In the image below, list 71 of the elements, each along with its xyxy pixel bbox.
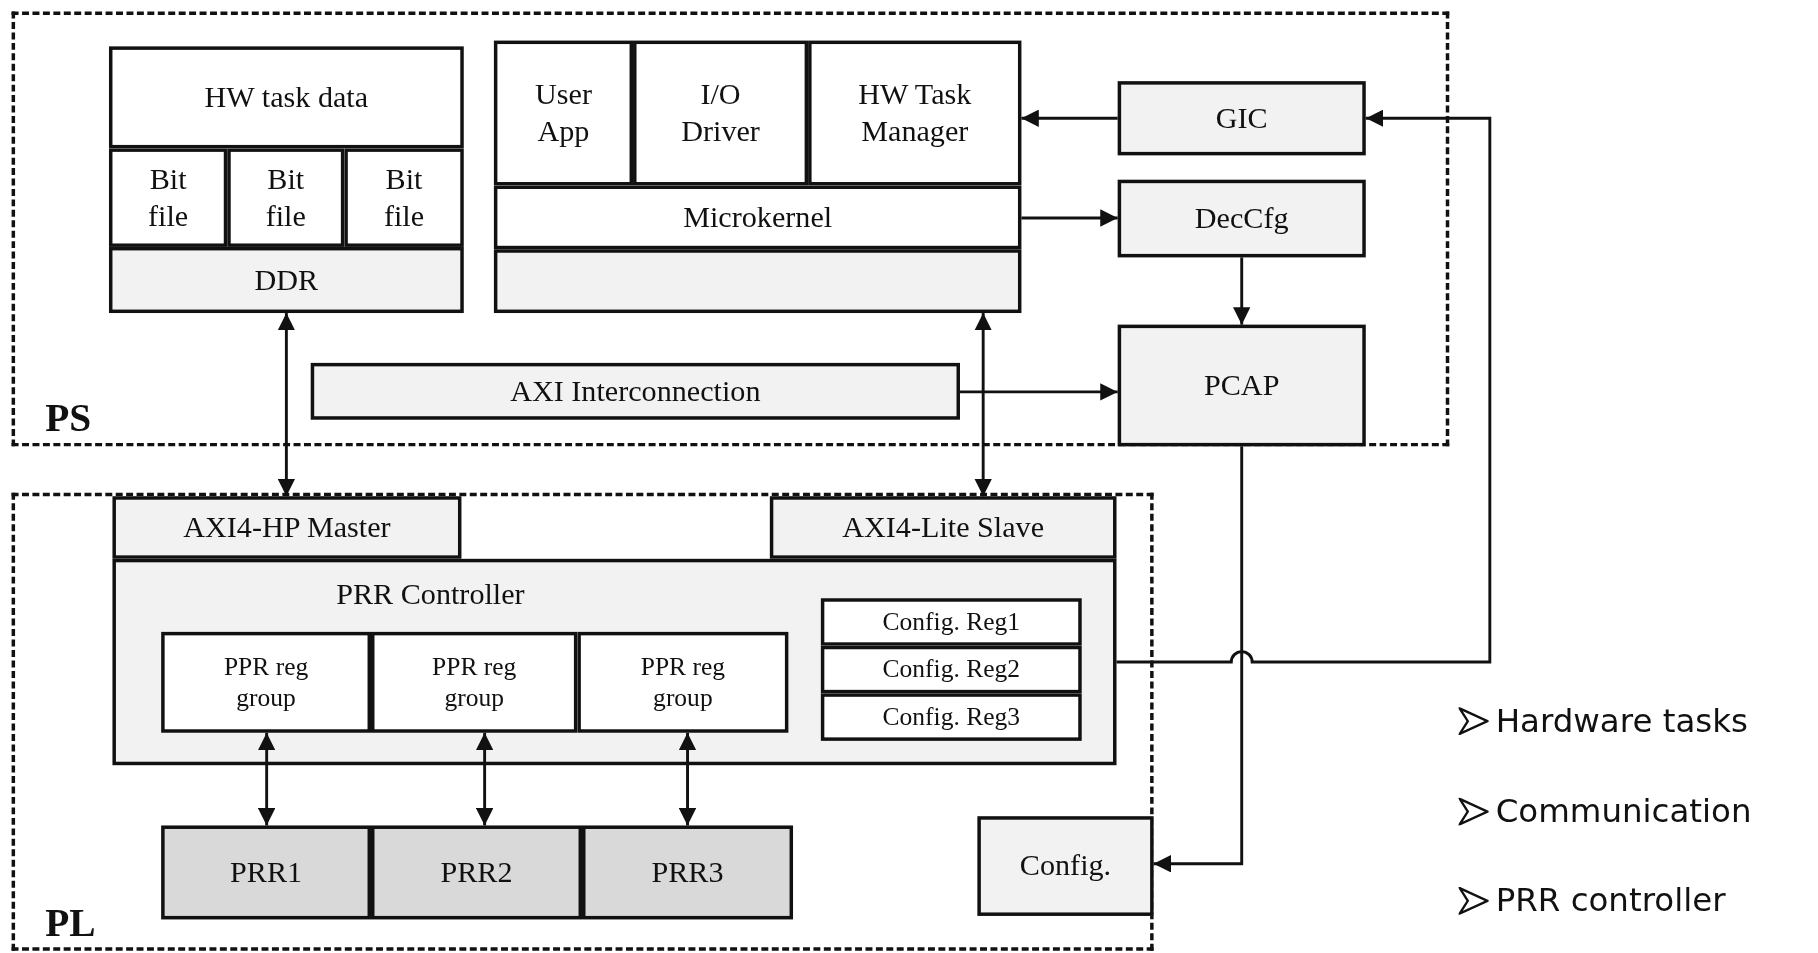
arrow (1116, 109, 1492, 664)
block-label: Microkernel (683, 199, 833, 236)
interface-box (769, 496, 1117, 559)
arrow (1021, 209, 1118, 227)
block-label: PRR2 (440, 854, 513, 891)
block-label: GIC (1215, 100, 1268, 137)
arrow (678, 732, 697, 826)
block-label: AXI4-HP Master (183, 509, 391, 546)
block-label: HW task data (204, 79, 369, 116)
block-label: User App (534, 77, 593, 150)
arrow (960, 383, 1118, 401)
region-label: PS (45, 395, 92, 442)
interrupt-controller-box (1117, 81, 1366, 156)
region-box (161, 825, 371, 920)
arrow (1021, 109, 1118, 127)
block-label: DDR (254, 262, 319, 299)
bit-file-cell (344, 148, 464, 247)
bit-file-cell (227, 148, 345, 247)
block-label: PRR Controller (336, 576, 525, 613)
bullet-text: Hardware tasks (1495, 701, 1748, 740)
block-label: Bit file (382, 161, 426, 234)
block-label: Config. Reg3 (882, 701, 1020, 733)
software-cell (493, 40, 634, 186)
block-label: PRR3 (651, 854, 724, 891)
block-label: AXI Interconnection (510, 373, 761, 410)
block-label: HW Task Manager (857, 77, 973, 150)
register-cell (820, 693, 1082, 741)
memory-box (109, 246, 464, 314)
controller-box (112, 558, 1117, 766)
register-cell (820, 598, 1082, 646)
arrow (475, 732, 494, 826)
block-label: Config. (1019, 848, 1112, 885)
interconnect-bar (310, 362, 960, 420)
config-box (977, 816, 1154, 916)
region-box (371, 825, 582, 920)
register-group-cell (161, 631, 371, 733)
arrow (277, 313, 296, 497)
block-label: PPR reg group (222, 651, 310, 713)
pl-region (11, 492, 1154, 951)
block-label: Config. Reg1 (882, 606, 1020, 638)
bit-file-cell (109, 148, 228, 247)
block-label: Config. Reg2 (882, 654, 1020, 685)
block-label: DecCfg (1194, 200, 1289, 237)
block-label: PCAP (1204, 367, 1280, 404)
block-label: I/O Driver (680, 77, 761, 150)
block-label: Bit file (147, 161, 190, 234)
block-label: PPR reg group (639, 651, 727, 713)
register-cell (820, 645, 1082, 694)
arrow (1153, 446, 1244, 873)
block-label: Bit file (264, 161, 307, 234)
arrow (1233, 257, 1251, 325)
block-label: AXI4-Lite Slave (842, 509, 1045, 546)
interface-box (112, 496, 462, 559)
config-port-box (1117, 324, 1366, 447)
block-label: PRR1 (230, 854, 303, 891)
kernel-box (493, 185, 1022, 250)
register-group-cell (371, 631, 578, 733)
block-label: PPR reg group (431, 651, 518, 713)
arrow (257, 732, 276, 826)
software-cell (633, 40, 809, 186)
bullet-text: PRR controller (1495, 881, 1726, 920)
processor-box (493, 249, 1022, 314)
ps-region (11, 11, 1450, 447)
config-box (1117, 179, 1366, 258)
register-group-cell (577, 631, 789, 733)
software-cell (808, 40, 1022, 186)
memory-section (109, 46, 464, 149)
arrow (974, 313, 992, 497)
region-box (582, 825, 794, 920)
region-label: PL (45, 900, 96, 946)
bullet-text: Communication (1495, 791, 1752, 831)
